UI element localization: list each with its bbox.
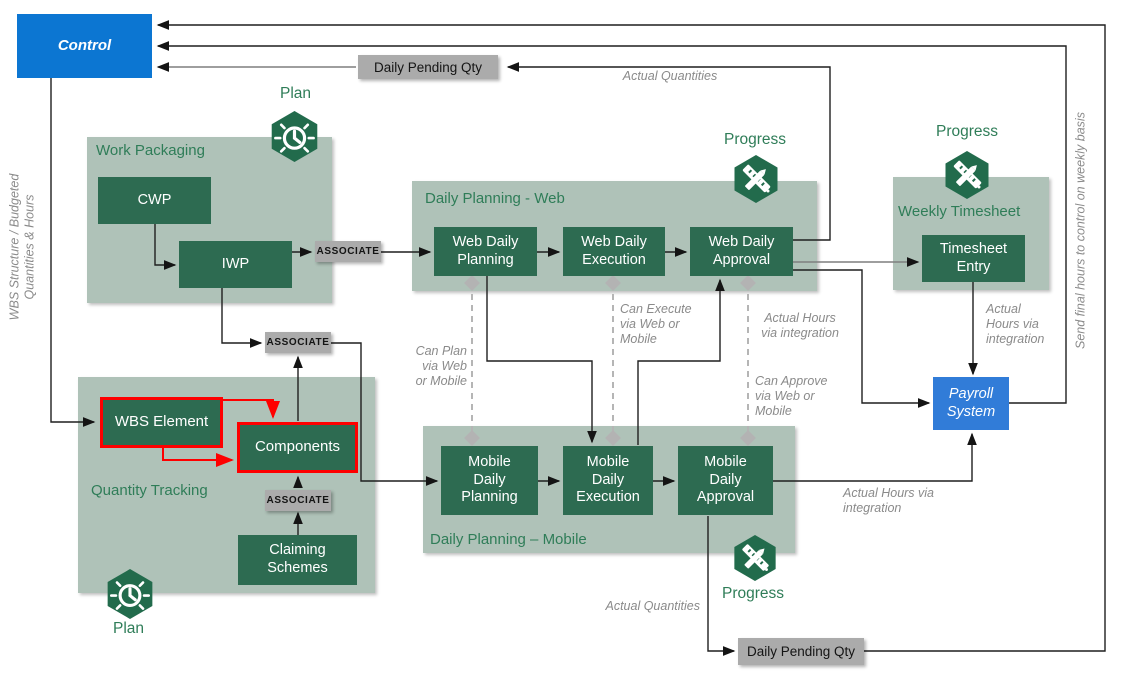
node-timesheet-entry: Timesheet Entry <box>922 235 1025 282</box>
node-control: Control <box>17 14 152 78</box>
associate-tag-claiming: ASSOCIATE <box>265 490 331 511</box>
node-web-daily-planning: Web Daily Planning <box>434 227 537 276</box>
group-title-quantity-tracking: Quantity Tracking <box>91 482 208 499</box>
progress-label-web: Progress <box>724 131 787 148</box>
note-actual-hours-web: Actual Hours via integration <box>761 311 839 340</box>
node-claiming-schemes: Claiming Schemes <box>238 535 357 585</box>
note-can-approve: Can Approve via Web or Mobile <box>755 374 828 418</box>
node-cwp: CWP <box>98 177 211 224</box>
group-title-work-packaging: Work Packaging <box>96 142 205 159</box>
group-title-daily-planning-web: Daily Planning - Web <box>425 190 565 207</box>
node-web-daily-execution: Web Daily Execution <box>563 227 665 276</box>
progress-icon-web <box>731 154 781 204</box>
progress-icon-mobile <box>731 534 779 582</box>
plan-icon-bottom <box>104 568 156 620</box>
progress-label-mobile: Progress <box>722 585 785 602</box>
daily-pending-qty-bottom: Daily Pending Qty <box>738 638 864 665</box>
plan-label-bottom: Plan <box>113 620 145 637</box>
node-mobile-daily-approval: Mobile Daily Approval <box>678 446 773 515</box>
note-actual-quantities-top: Actual Quantities <box>622 69 718 83</box>
plan-icon-top <box>268 110 321 163</box>
daily-pending-qty-top: Daily Pending Qty <box>358 55 498 79</box>
node-wbs-element: WBS Element <box>100 397 223 448</box>
progress-icon-timesheet <box>942 150 992 200</box>
node-mobile-daily-planning: Mobile Daily Planning <box>441 446 538 515</box>
node-payroll-system: Payroll System <box>933 377 1009 430</box>
note-send-final-hours: Send final hours to control on weekly ba… <box>1073 112 1088 349</box>
note-wbs-structure: WBS Structure / Budgeted Quantities & Ho… <box>7 173 37 321</box>
associate-tag-iwp-mobile: ASSOCIATE <box>265 332 331 353</box>
plan-label-top: Plan <box>280 85 312 102</box>
node-components: Components <box>237 422 358 473</box>
associate-tag-iwp-web: ASSOCIATE <box>315 241 381 262</box>
note-actual-quantities-bottom: Actual Quantities <box>605 599 701 613</box>
progress-label-timesheet: Progress <box>936 123 999 140</box>
node-iwp: IWP <box>179 241 292 288</box>
note-actual-hours-mobile: Actual Hours via integration <box>843 486 935 515</box>
note-actual-hours-timesheet: Actual Hours via integration <box>986 302 1045 346</box>
note-can-execute: Can Execute via Web or Mobile <box>620 302 692 346</box>
note-can-plan: Can Plan via Web or Mobile <box>415 344 467 388</box>
node-web-daily-approval: Web Daily Approval <box>690 227 793 276</box>
group-title-weekly-timesheet: Weekly Timesheet <box>898 203 1021 220</box>
node-mobile-daily-execution: Mobile Daily Execution <box>563 446 653 515</box>
group-title-daily-planning-mobile: Daily Planning – Mobile <box>430 531 587 548</box>
